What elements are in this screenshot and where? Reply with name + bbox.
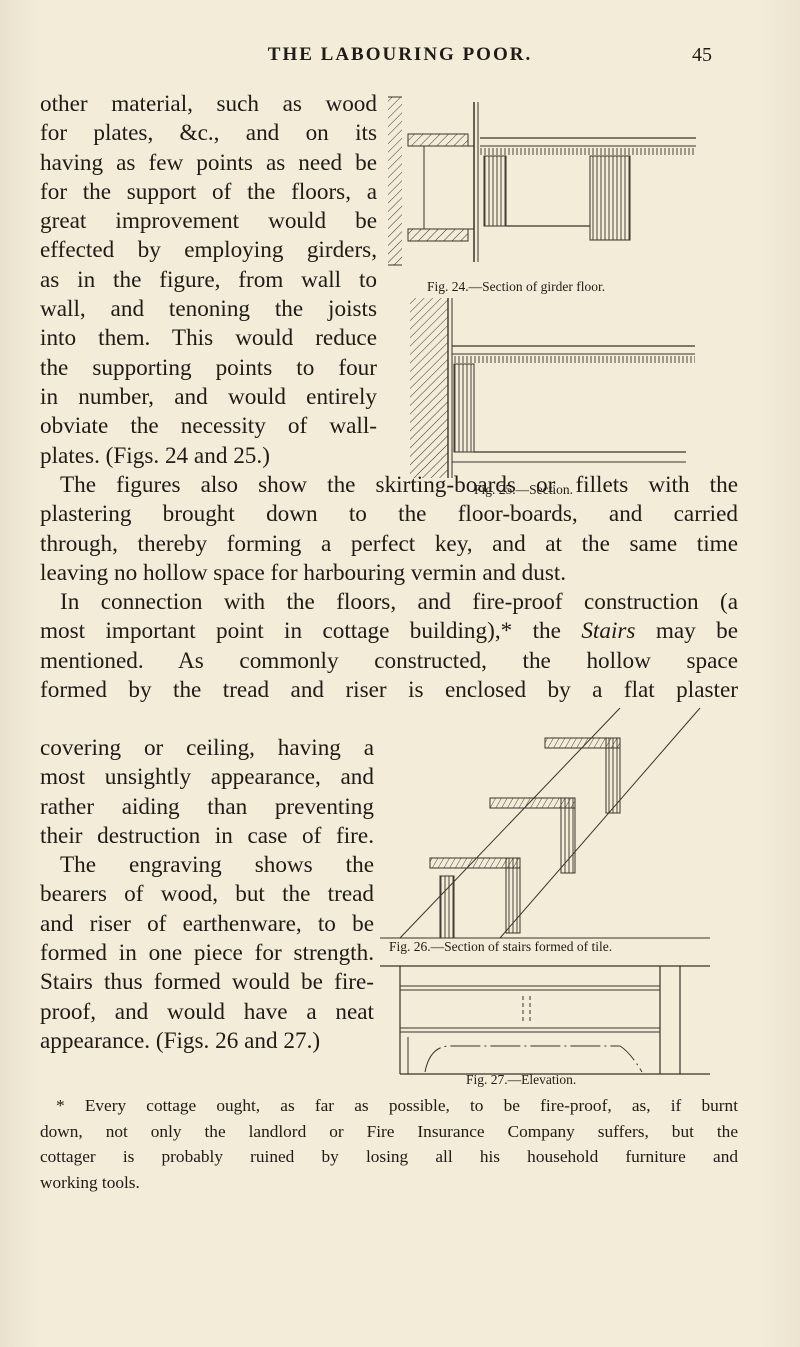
text-line: formed by the tread and riser is enclose… bbox=[40, 677, 738, 704]
paragraph-full-width: The figures also show the skirting-board… bbox=[40, 471, 738, 705]
fig27-caption: Fig. 27.—Elevation. bbox=[466, 1072, 577, 1087]
fig24-caption: Fig. 24.—Section of girder floor. bbox=[427, 279, 606, 294]
footnote-line: down, not only the landlord or Fire Insu… bbox=[40, 1121, 738, 1141]
paragraph-girders: other material, such as wood for plates,… bbox=[40, 90, 377, 471]
figure-25-section bbox=[410, 298, 695, 478]
running-head: THE LABOURING POOR. 45 bbox=[0, 44, 800, 74]
text-line: leaving no hollow space for harbouring v… bbox=[40, 559, 567, 586]
girder-bottom-flange bbox=[408, 229, 468, 241]
text-line: appearance. (Figs. 26 and 27.) bbox=[40, 1027, 321, 1054]
fig25-caption: Fig. 25.—Section. bbox=[474, 482, 574, 497]
stairs-term: Stairs bbox=[581, 618, 636, 645]
text-line-stairs: most important point in cottage building… bbox=[40, 617, 738, 646]
text-line: for the support of the floors, a bbox=[40, 178, 377, 205]
text-line: proof, and would have a neat bbox=[40, 998, 374, 1025]
text-line: rather aiding than preventing bbox=[40, 793, 374, 820]
figure-27-elevation bbox=[380, 962, 710, 1082]
running-title: THE LABOURING POOR. bbox=[267, 44, 533, 65]
footnote-line: * Every cottage ought, as far as possibl… bbox=[56, 1096, 738, 1115]
text-line: having as few points as need be bbox=[40, 149, 377, 176]
figure-24-girder-floor bbox=[388, 92, 696, 282]
text-line: The engraving shows the bbox=[60, 852, 374, 879]
text-line: and riser of earthenware, to be bbox=[40, 910, 374, 937]
text-line: Stairs thus formed would be fire- bbox=[40, 969, 374, 996]
text-line: through, thereby forming a perfect key, … bbox=[40, 530, 738, 557]
wall-section bbox=[410, 298, 448, 478]
paragraph-stairs: covering or ceiling, having a most unsig… bbox=[40, 734, 374, 1056]
page-number: 45 bbox=[692, 44, 712, 66]
footnote-line: cottager is probably ruined by losing al… bbox=[40, 1147, 738, 1166]
joist-right bbox=[590, 156, 630, 240]
joist-left bbox=[484, 156, 506, 226]
text-line: plates. (Figs. 24 and 25.) bbox=[40, 442, 270, 469]
text-line: their destruction in case of fire. bbox=[40, 822, 374, 849]
floor-boards bbox=[452, 356, 695, 363]
text-line: other material, such as wood bbox=[40, 91, 377, 117]
text-line: covering or ceiling, having a bbox=[40, 735, 374, 761]
text-line: obviate the necessity of wall- bbox=[40, 413, 377, 440]
text-fragment: most important point in cottage building… bbox=[40, 618, 561, 645]
stair-step-bottom bbox=[430, 858, 520, 933]
text-line: wall, and tenoning the joists bbox=[40, 296, 377, 323]
floor-boards bbox=[480, 148, 696, 155]
text-line: most unsightly appearance, and bbox=[40, 764, 374, 791]
text-line: formed in one piece for strength. bbox=[40, 940, 374, 967]
bearer bbox=[454, 364, 474, 452]
text-line: plastering brought down to the floor-boa… bbox=[40, 501, 738, 528]
text-line: into them. This would reduce bbox=[40, 325, 377, 352]
figure-26-stair-section bbox=[380, 708, 710, 944]
footnote: * Every cottage ought, as far as possibl… bbox=[40, 1093, 738, 1195]
fig26-caption: Fig. 26.—Section of stairs formed of til… bbox=[389, 939, 613, 954]
text-line: the supporting points to four bbox=[40, 354, 377, 381]
text-line: The figures also show the skirting-board… bbox=[60, 472, 738, 498]
text-line: effected by employing girders, bbox=[40, 237, 377, 264]
stair-step-top bbox=[545, 738, 620, 813]
text-line: mentioned. As commonly constructed, the … bbox=[40, 647, 738, 674]
text-line: great improvement would be bbox=[40, 208, 377, 235]
text-line: In connection with the floors, and fire-… bbox=[60, 589, 738, 616]
text-fragment: may be bbox=[655, 618, 739, 645]
text-line: in number, and would entirely bbox=[40, 383, 377, 410]
text-line: as in the figure, from wall to bbox=[40, 266, 377, 293]
girder-top-flange bbox=[408, 134, 468, 146]
wall-section-left bbox=[388, 97, 402, 265]
text-line: bearers of wood, but the tread bbox=[40, 881, 374, 908]
stair-step-middle bbox=[490, 798, 575, 873]
footnote-line: working tools. bbox=[40, 1172, 140, 1192]
text-line: for plates, &c., and on its bbox=[40, 120, 377, 147]
